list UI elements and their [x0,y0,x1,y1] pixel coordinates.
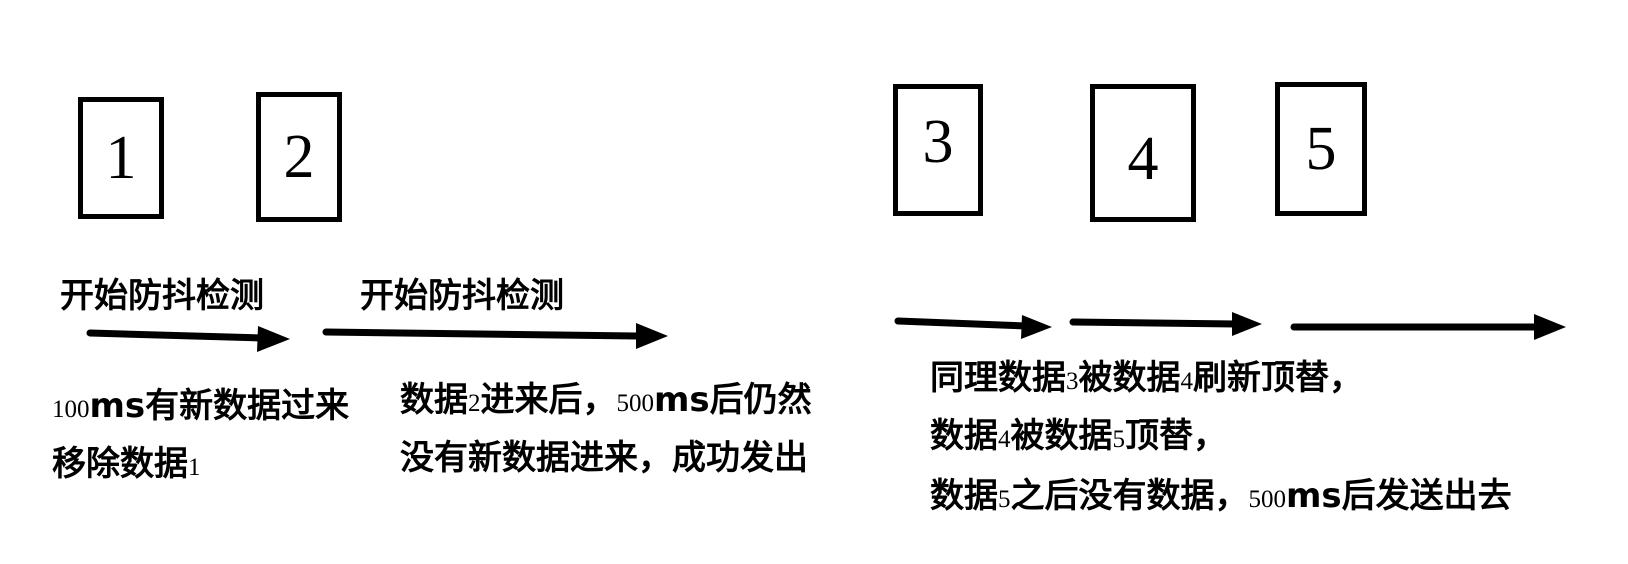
note3-line1: 同理数据3被数据4刷新顶替， [930,358,1363,399]
note2-text: 进来后， [480,380,617,420]
data-box-5: 5 [1275,82,1367,216]
note2-text: 没有新数据进来，成功发出 [400,438,808,478]
note1-num: 1 [188,454,201,481]
data-box-1: 1 [78,97,164,219]
arrow-5 [1290,314,1566,340]
note3-text: 刷新顶替， [1193,358,1363,398]
note3-text: 被数据 [1010,416,1113,456]
arrow-4 [1069,312,1262,336]
note1-line2: 移除数据1 [52,444,201,485]
data-box-4: 4 [1090,84,1196,222]
arrow-3 [894,315,1052,339]
note3-line3: 数据5之后没有数据，500ms后发送出去 [930,476,1512,517]
note2-num: 2 [468,390,481,417]
note3-text: 数据 [930,416,998,456]
note3-num: 3 [1066,368,1079,395]
note1-num: 100 [52,396,90,423]
note3-text: 顶替， [1125,416,1227,456]
data-box-3: 3 [893,84,983,216]
note2-line1: 数据2进来后，500ms后仍然 [400,380,812,421]
note2-text: ms后仍然 [654,380,812,420]
note3-text: 数据 [930,476,998,516]
note3-text: ms后发送出去 [1286,476,1512,516]
debounce-start-label-1: 开始防抖检测 [60,276,264,316]
note3-num: 5 [998,486,1011,513]
note1-line1: 100ms有新数据过来 [52,386,349,427]
note3-num: 500 [1248,486,1287,513]
arrow-1 [86,326,290,352]
note3-text: 之后没有数据， [1010,476,1249,516]
note3-text: 同理数据 [930,358,1066,398]
data-box-2: 2 [256,92,342,222]
note1-text: 移除数据 [52,444,188,484]
note3-num: 5 [1112,426,1126,453]
note2-text: 数据 [400,380,468,420]
note2-num: 500 [616,390,655,417]
note2-line2: 没有新数据进来，成功发出 [400,438,808,479]
note3-num: 4 [1180,368,1194,395]
note3-line2: 数据4被数据5顶替， [930,416,1227,457]
note3-num: 4 [998,426,1011,453]
debounce-start-label-2: 开始防抖检测 [360,276,564,316]
note3-text: 被数据 [1078,358,1181,398]
arrow-2 [322,323,668,349]
note1-text: ms有新数据过来 [89,386,350,426]
